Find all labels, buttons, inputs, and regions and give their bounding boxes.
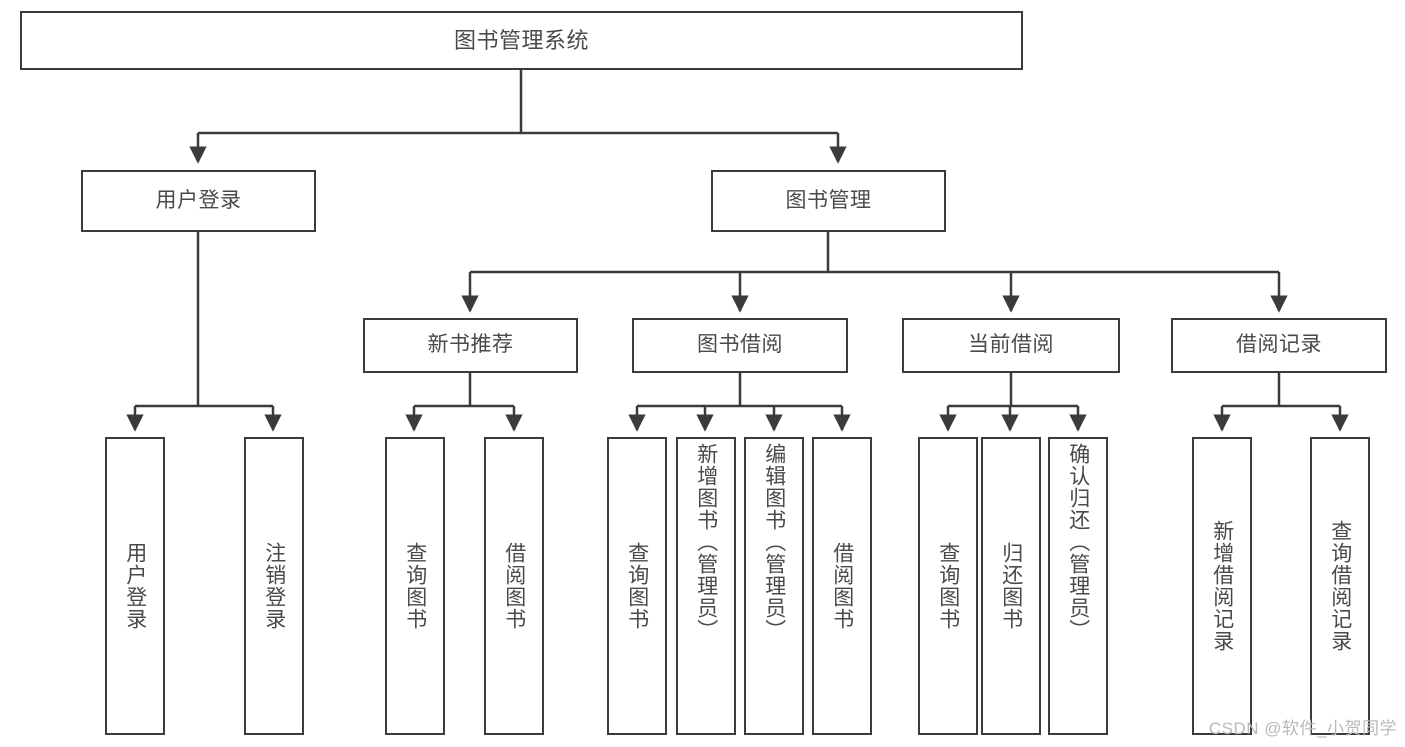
node-current-borrow[interactable]: 当前借阅 (902, 318, 1120, 373)
watermark-text: CSDN @软件_小贺同学 (1208, 719, 1397, 738)
leaf-logout-login[interactable]: 注销登录 (244, 437, 304, 735)
leaf-borrow-book-2[interactable]: 借阅图书 (812, 437, 872, 735)
leaf-edit-book[interactable]: 编辑图书（管理员） (744, 437, 804, 735)
node-label: 新书推荐 (427, 333, 514, 357)
leaf-confirm-return[interactable]: 确认归还（管理员） (1048, 437, 1108, 735)
leaf-label: 查询图书 (403, 542, 427, 630)
leaf-return-book[interactable]: 归还图书 (981, 437, 1041, 735)
node-label: 借阅记录 (1236, 333, 1322, 357)
leaf-add-book[interactable]: 新增图书（管理员） (676, 437, 736, 735)
leaf-borrow-book-1[interactable]: 借阅图书 (484, 437, 544, 735)
leaf-label: 编辑图书（管理员） (762, 443, 786, 641)
leaf-query-book-2[interactable]: 查询图书 (607, 437, 667, 735)
node-root-system[interactable]: 图书管理系统 (20, 11, 1023, 70)
node-label: 图书借阅 (697, 333, 783, 357)
node-new-book-rec[interactable]: 新书推荐 (363, 318, 578, 373)
leaf-label: 新增借阅记录 (1210, 520, 1234, 652)
leaf-label: 借阅图书 (830, 542, 854, 630)
leaf-label: 新增图书（管理员） (694, 443, 718, 641)
leaf-label: 查询图书 (625, 542, 649, 630)
leaf-label: 用户登录 (123, 542, 147, 630)
leaf-label: 查询借阅记录 (1328, 520, 1352, 652)
leaf-label: 注销登录 (262, 542, 286, 630)
node-book-manage[interactable]: 图书管理 (711, 170, 946, 232)
node-label: 用户登录 (155, 188, 242, 212)
leaf-label: 查询图书 (936, 542, 960, 630)
node-label: 图书管理 (785, 188, 872, 212)
node-label: 图书管理系统 (453, 27, 589, 53)
leaf-label: 确认归还（管理员） (1066, 443, 1090, 641)
leaf-label: 借阅图书 (502, 542, 526, 630)
leaf-query-book-1[interactable]: 查询图书 (385, 437, 445, 735)
leaf-user-login[interactable]: 用户登录 (105, 437, 165, 735)
node-user-login[interactable]: 用户登录 (81, 170, 316, 232)
leaf-label: 归还图书 (999, 542, 1023, 630)
leaf-query-record[interactable]: 查询借阅记录 (1310, 437, 1370, 735)
leaf-add-record[interactable]: 新增借阅记录 (1192, 437, 1252, 735)
node-borrow-record[interactable]: 借阅记录 (1171, 318, 1387, 373)
node-book-borrow[interactable]: 图书借阅 (632, 318, 848, 373)
leaf-query-book-3[interactable]: 查询图书 (918, 437, 978, 735)
node-label: 当前借阅 (968, 333, 1054, 357)
